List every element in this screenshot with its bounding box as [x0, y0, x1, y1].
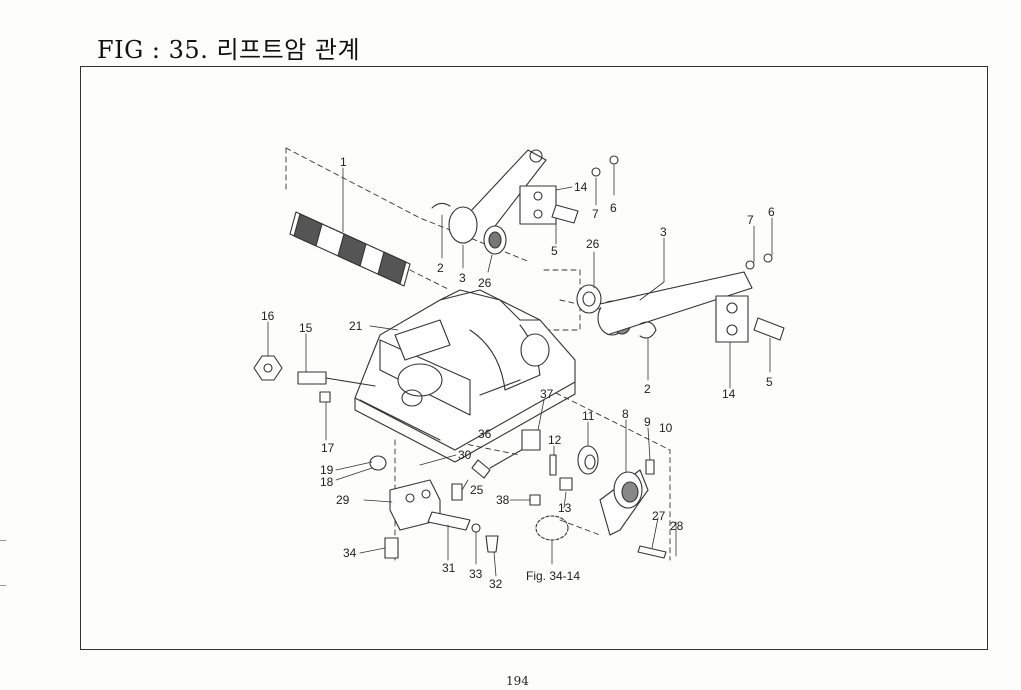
part-label: 8: [622, 407, 629, 421]
part-label: 5: [766, 375, 773, 389]
part-label: 26: [586, 237, 600, 251]
part-label: 29: [336, 493, 350, 507]
left-small-parts: [253, 355, 387, 471]
part-label: 11: [582, 409, 595, 423]
part-number-labels: 1 2 3 26 14 7 6 5 26 3 7 6 2 14 5 16 15 …: [261, 155, 775, 591]
part-label: 2: [644, 382, 651, 396]
part-label: 6: [610, 201, 617, 215]
part-label: 2: [437, 261, 444, 275]
part-label: 36: [478, 427, 492, 441]
part-label: 31: [442, 561, 456, 575]
part-label: 5: [551, 244, 558, 258]
part-label: 28: [670, 519, 684, 533]
lift-arm-right: [576, 253, 785, 343]
part-label: 6: [768, 205, 775, 219]
part-label: 34: [343, 546, 357, 560]
hydraulic-housing: [354, 289, 576, 463]
part-label: 26: [478, 276, 492, 290]
scan-edge-mark: [0, 540, 6, 541]
part-label: 25: [470, 483, 484, 497]
reference-note: Fig. 34-14: [526, 569, 580, 583]
part-label: 12: [548, 433, 562, 447]
part-label: 33: [469, 567, 483, 581]
part-label: 14: [574, 180, 588, 194]
leader-lines: [267, 164, 773, 577]
part-label: 30: [458, 448, 472, 462]
part-label: 7: [592, 207, 599, 221]
part-label: 16: [261, 309, 275, 323]
part-label: 19: [320, 463, 334, 477]
part-label: 13: [558, 501, 572, 515]
control-valve: [384, 429, 541, 559]
part-label: 1: [340, 155, 347, 169]
part-label: 32: [489, 577, 503, 591]
page-number: 194: [506, 674, 529, 688]
part-label: 18: [320, 475, 334, 489]
part-label: 3: [660, 225, 667, 239]
part-label: 37: [540, 387, 554, 401]
part-label: 21: [349, 319, 363, 333]
part-label: 7: [747, 213, 754, 227]
scan-edge-mark: [0, 585, 6, 586]
lift-shaft: [289, 211, 411, 287]
part-label: 17: [321, 441, 335, 455]
part-label: 38: [496, 493, 510, 507]
right-lower-parts: [535, 445, 667, 559]
figure-title: FIG : 35. 리프트암 관계: [97, 36, 361, 64]
part-label: 15: [299, 321, 313, 335]
part-label: 27: [652, 509, 666, 523]
part-label: 10: [659, 421, 673, 435]
part-label: 14: [722, 387, 736, 401]
part-label: 9: [644, 415, 651, 429]
part-label: 3: [459, 271, 466, 285]
diagram-frame: [80, 66, 988, 650]
lift-arm-left: [431, 149, 619, 255]
